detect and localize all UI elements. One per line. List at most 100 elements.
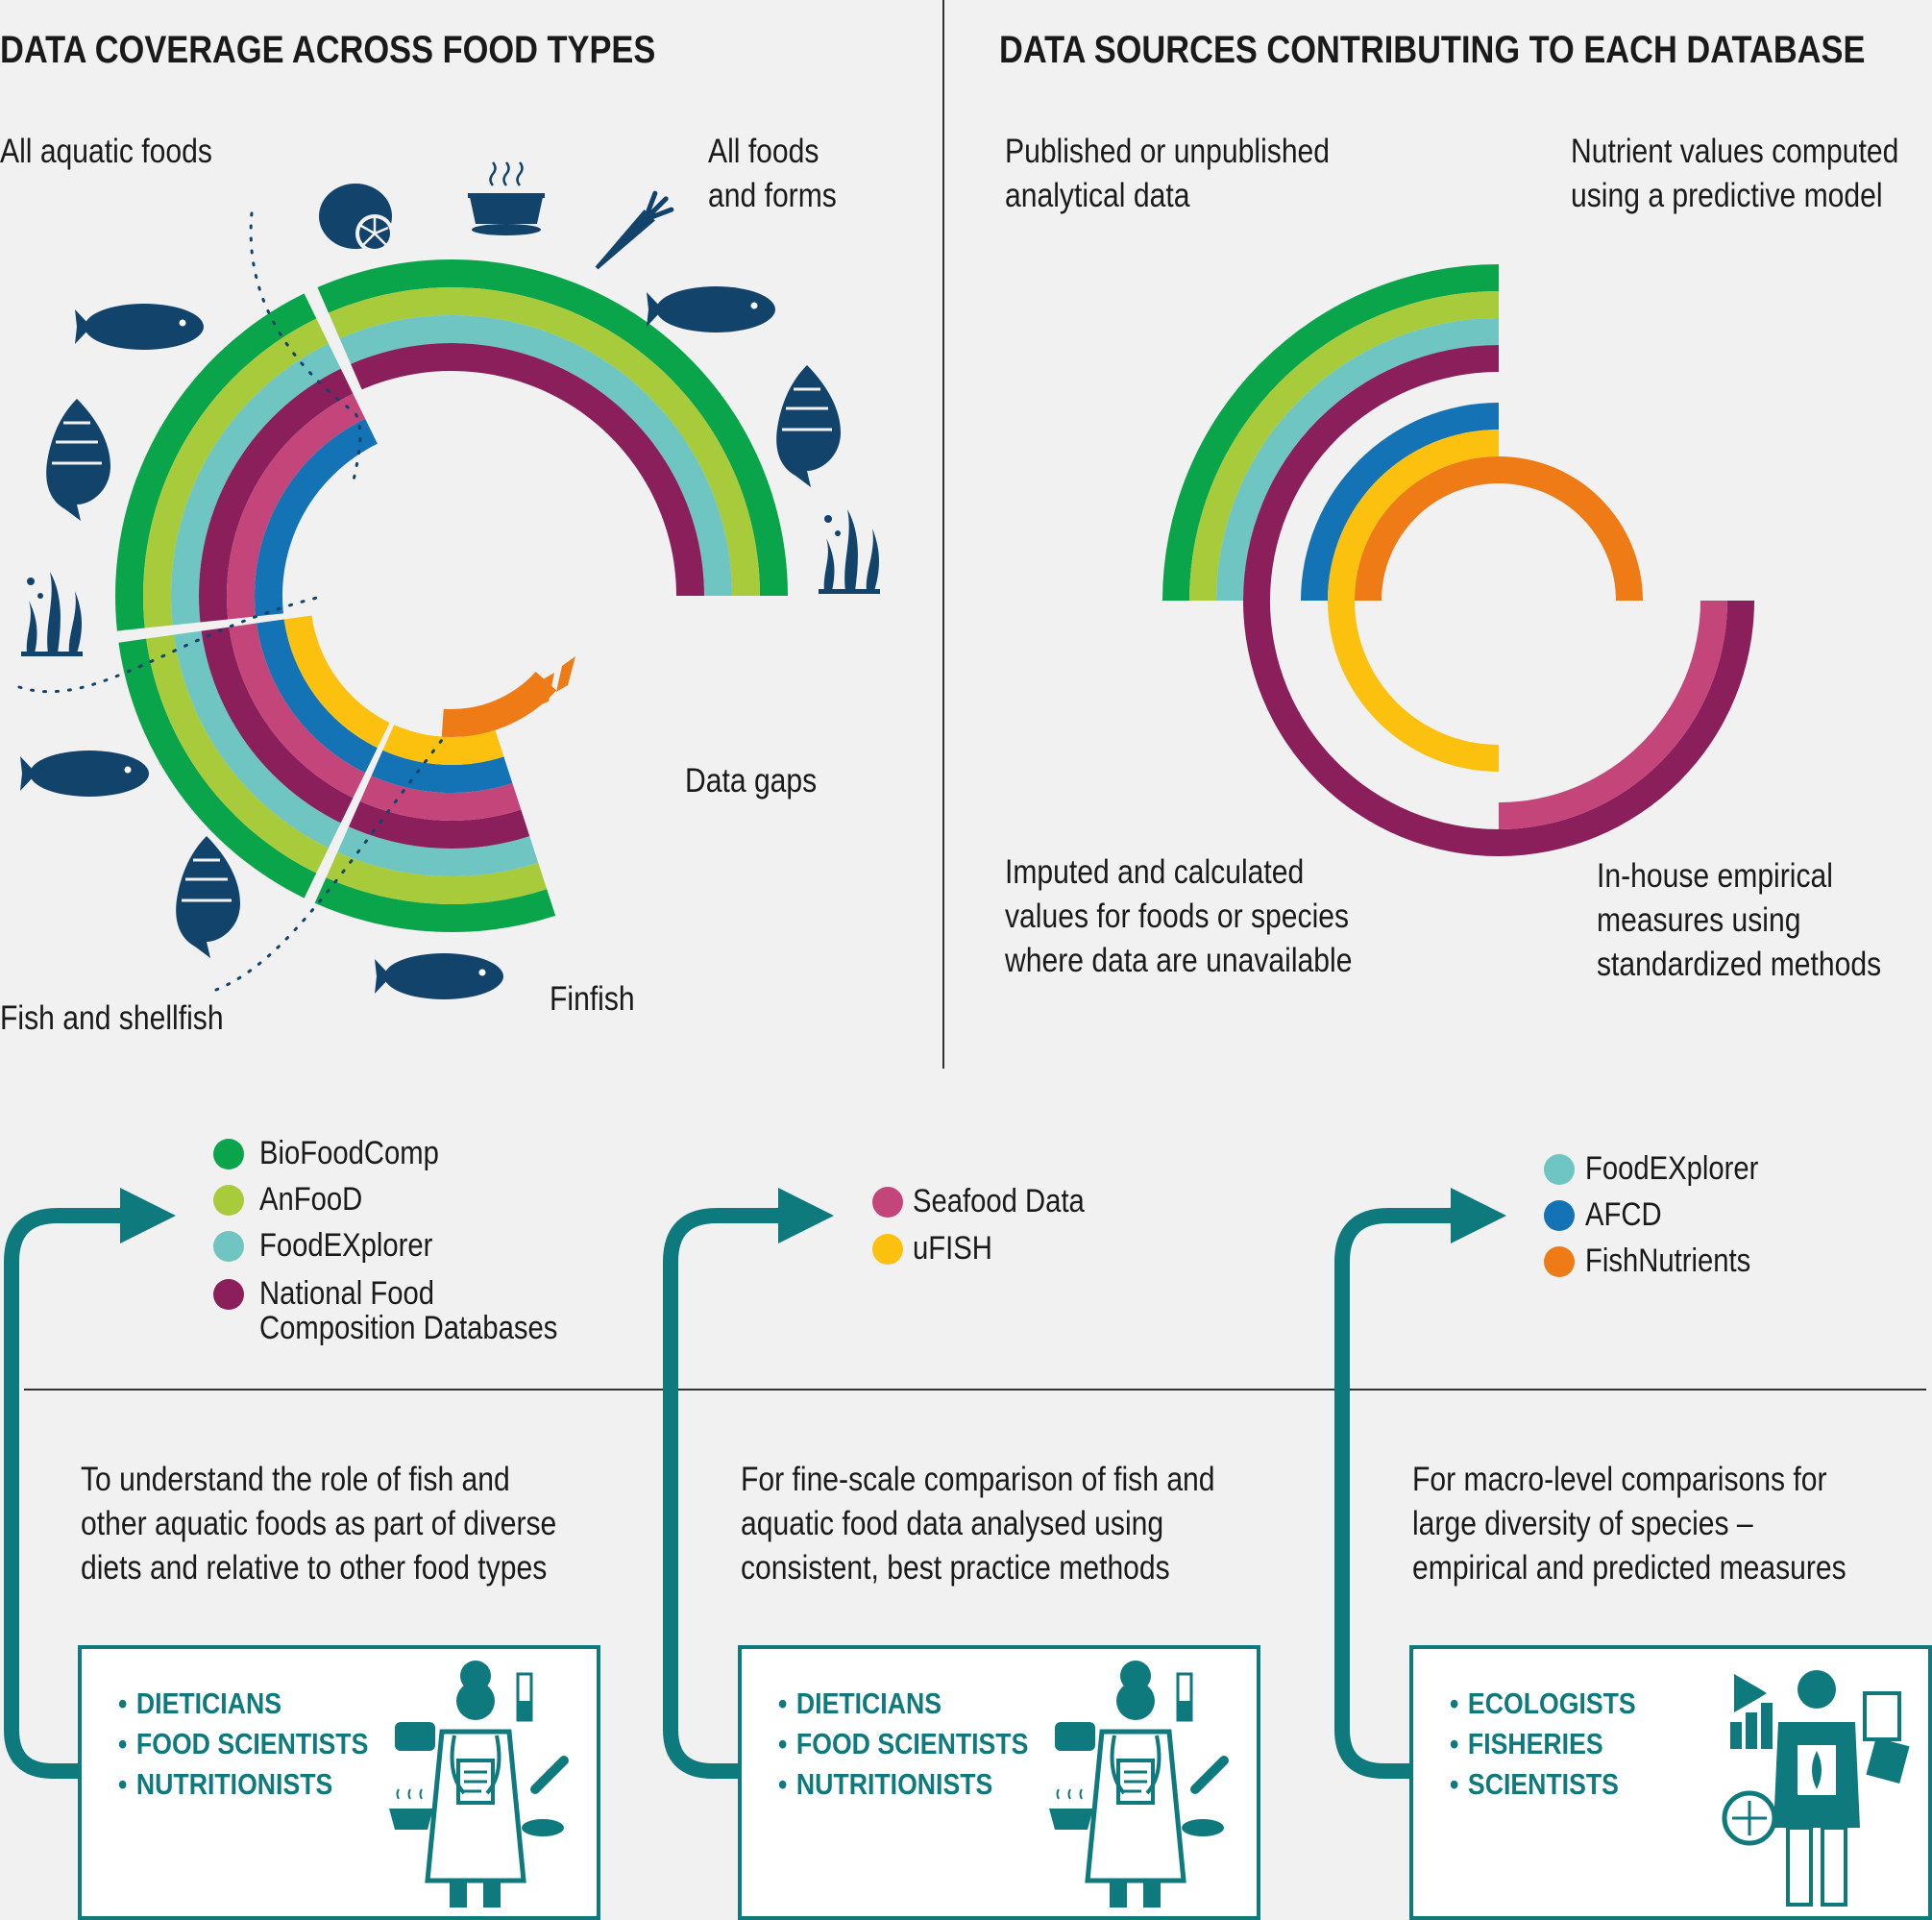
ring-seafood-aquatic bbox=[227, 393, 366, 620]
panel-divider bbox=[942, 0, 944, 1069]
audience-list: DIETICIANS FOOD SCIENTISTS NUTRITIONISTS bbox=[118, 1684, 368, 1805]
legend-dot-foodexplorer bbox=[1544, 1154, 1575, 1185]
audience-item: FISHERIES bbox=[1450, 1724, 1636, 1764]
legend-dot-afcd bbox=[1544, 1200, 1575, 1231]
purpose-line: consistent, best practice methods bbox=[741, 1549, 1170, 1587]
label-imputed-line1: Imputed and calculated bbox=[1005, 853, 1305, 891]
purpose-line: aquatic food data analysed using bbox=[741, 1505, 1164, 1542]
data-gap-hatch bbox=[518, 656, 575, 718]
seaweed-icon bbox=[819, 509, 880, 594]
ring-ufish-finfish bbox=[382, 725, 504, 765]
boundary-dotted-line bbox=[214, 738, 444, 992]
ring-foodexplorer-finfish bbox=[337, 826, 539, 876]
ring-afcd-published bbox=[1301, 403, 1499, 601]
boundary-dotted-line bbox=[249, 211, 362, 482]
label-finfish: Finfish bbox=[550, 980, 635, 1018]
purpose-line: For macro-level comparisons for bbox=[1412, 1461, 1827, 1498]
label-inhouse-line1: In-house empirical bbox=[1597, 857, 1833, 895]
legend-label: uFISH bbox=[913, 1230, 992, 1267]
legend-label: FoodEXplorer bbox=[259, 1227, 433, 1264]
seaweed-icon bbox=[21, 572, 83, 656]
label-inhouse-line2: measures using bbox=[1597, 901, 1801, 939]
food-coverage-diagram bbox=[17, 161, 880, 999]
scientist-illustration bbox=[1049, 1661, 1229, 1908]
legend-label: FoodEXplorer bbox=[1585, 1150, 1759, 1187]
audience-item: FOOD SCIENTISTS bbox=[118, 1724, 368, 1764]
label-imputed-line2: values for foods or species bbox=[1005, 898, 1350, 935]
ring-biofoodcomp-published bbox=[1162, 264, 1499, 601]
fish-icon bbox=[20, 751, 149, 797]
legend-dot-foodexplorer bbox=[213, 1231, 244, 1262]
purpose-line: empirical and predicted measures bbox=[1412, 1549, 1846, 1587]
scientist-illustration bbox=[389, 1661, 569, 1908]
legend-dot-anfood bbox=[213, 1185, 244, 1216]
ring-national-published bbox=[1243, 345, 1499, 601]
left-panel-title: DATA COVERAGE ACROSS FOOD TYPES bbox=[0, 29, 656, 71]
ecologist-illustration bbox=[1722, 1670, 1910, 1907]
legend-label: National Food bbox=[259, 1275, 435, 1312]
legend-label: Composition Databases bbox=[259, 1310, 558, 1346]
legend-dot-ufish bbox=[872, 1234, 903, 1265]
ring-foodexplorer-aquatic bbox=[171, 343, 341, 626]
legend-label: AnFooD bbox=[259, 1181, 363, 1218]
label-predictive-line2: using a predictive model bbox=[1571, 177, 1883, 214]
ring-ufish-imputed bbox=[1328, 601, 1499, 772]
coverage-rings bbox=[115, 259, 788, 932]
audience-list: ECOLOGISTS FISHERIES SCIENTISTS bbox=[1450, 1684, 1636, 1805]
bowl-icon bbox=[468, 161, 545, 235]
ring-seafood-fish-shellfish bbox=[229, 623, 366, 799]
ring-national-fish-shellfish bbox=[201, 627, 354, 824]
label-imputed-line3: where data are unavailable bbox=[1005, 942, 1353, 979]
right-panel-title: DATA SOURCES CONTRIBUTING TO EACH DATABA… bbox=[999, 29, 1866, 71]
audience-item: NUTRITIONISTS bbox=[778, 1764, 1028, 1805]
purpose-line: To understand the role of fish and bbox=[81, 1461, 510, 1498]
legend-dot-fishnutrients bbox=[1544, 1246, 1575, 1277]
legend-dot-seafood bbox=[872, 1187, 903, 1218]
ring-biofoodcomp-aquatic bbox=[115, 293, 317, 631]
purpose-line: For fine-scale comparison of fish and bbox=[741, 1461, 1215, 1498]
legend-dot-national bbox=[213, 1279, 244, 1310]
carrot-icon bbox=[595, 190, 674, 270]
fish-icon bbox=[647, 286, 775, 332]
audience-box-1: DIETICIANS FOOD SCIENTISTS NUTRITIONISTS bbox=[78, 1645, 600, 1920]
ring-national-finfish bbox=[349, 800, 530, 849]
ring-national-imputed bbox=[1243, 601, 1499, 856]
label-all-foods-line1: All foods bbox=[708, 133, 819, 170]
label-published-line1: Published or unpublished bbox=[1005, 133, 1331, 170]
ring-ufish-published bbox=[1328, 430, 1499, 601]
purpose-line: diets and relative to other food types bbox=[81, 1549, 548, 1587]
ring-biofoodcomp-finfish bbox=[314, 877, 556, 932]
label-data-gaps: Data gaps bbox=[685, 762, 818, 800]
label-all-foods-line2: and forms bbox=[708, 177, 837, 214]
ring-foodexplorer-fish-shellfish bbox=[173, 630, 341, 849]
ring-biofoodcomp-all-foods bbox=[317, 259, 788, 596]
label-all-aquatic-foods: All aquatic foods bbox=[0, 133, 212, 170]
audience-item: FOOD SCIENTISTS bbox=[778, 1724, 1028, 1764]
flow-arrow bbox=[1334, 1188, 1506, 1779]
audience-box-3: ECOLOGISTS FISHERIES SCIENTISTS bbox=[1409, 1645, 1932, 1920]
ring-seafood-inhouse bbox=[1499, 601, 1727, 829]
ring-anfood-aquatic bbox=[142, 318, 329, 628]
audience-box-2: DIETICIANS FOOD SCIENTISTS NUTRITIONISTS bbox=[738, 1645, 1260, 1920]
ring-fishnutrients-finfish bbox=[441, 671, 557, 737]
shell-icon bbox=[176, 836, 240, 958]
lemon-icon bbox=[319, 184, 394, 253]
label-inhouse-line3: standardized methods bbox=[1597, 946, 1882, 983]
purpose-line: other aquatic foods as part of diverse bbox=[81, 1505, 557, 1542]
flow-arrow bbox=[4, 1188, 176, 1779]
ring-anfood-published bbox=[1189, 291, 1499, 601]
ring-ufish-fish-shellfish bbox=[283, 615, 390, 749]
audience-list: DIETICIANS FOOD SCIENTISTS NUTRITIONISTS bbox=[778, 1684, 1028, 1805]
legend-label: BioFoodComp bbox=[259, 1135, 439, 1171]
legend-dot-biofoodcomp bbox=[213, 1139, 244, 1169]
ring-afcd-fish-shellfish bbox=[256, 619, 378, 774]
ring-afcd-aquatic bbox=[255, 418, 378, 617]
label-predictive-line1: Nutrient values computed bbox=[1571, 133, 1899, 170]
section-divider bbox=[24, 1389, 1926, 1391]
ring-national-all-foods bbox=[351, 343, 704, 596]
flow-arrow bbox=[663, 1188, 834, 1779]
audience-item: ECOLOGISTS bbox=[1450, 1684, 1636, 1724]
ring-anfood-all-foods bbox=[329, 287, 760, 596]
audience-item-continued: SCIENTISTS bbox=[1450, 1764, 1636, 1805]
